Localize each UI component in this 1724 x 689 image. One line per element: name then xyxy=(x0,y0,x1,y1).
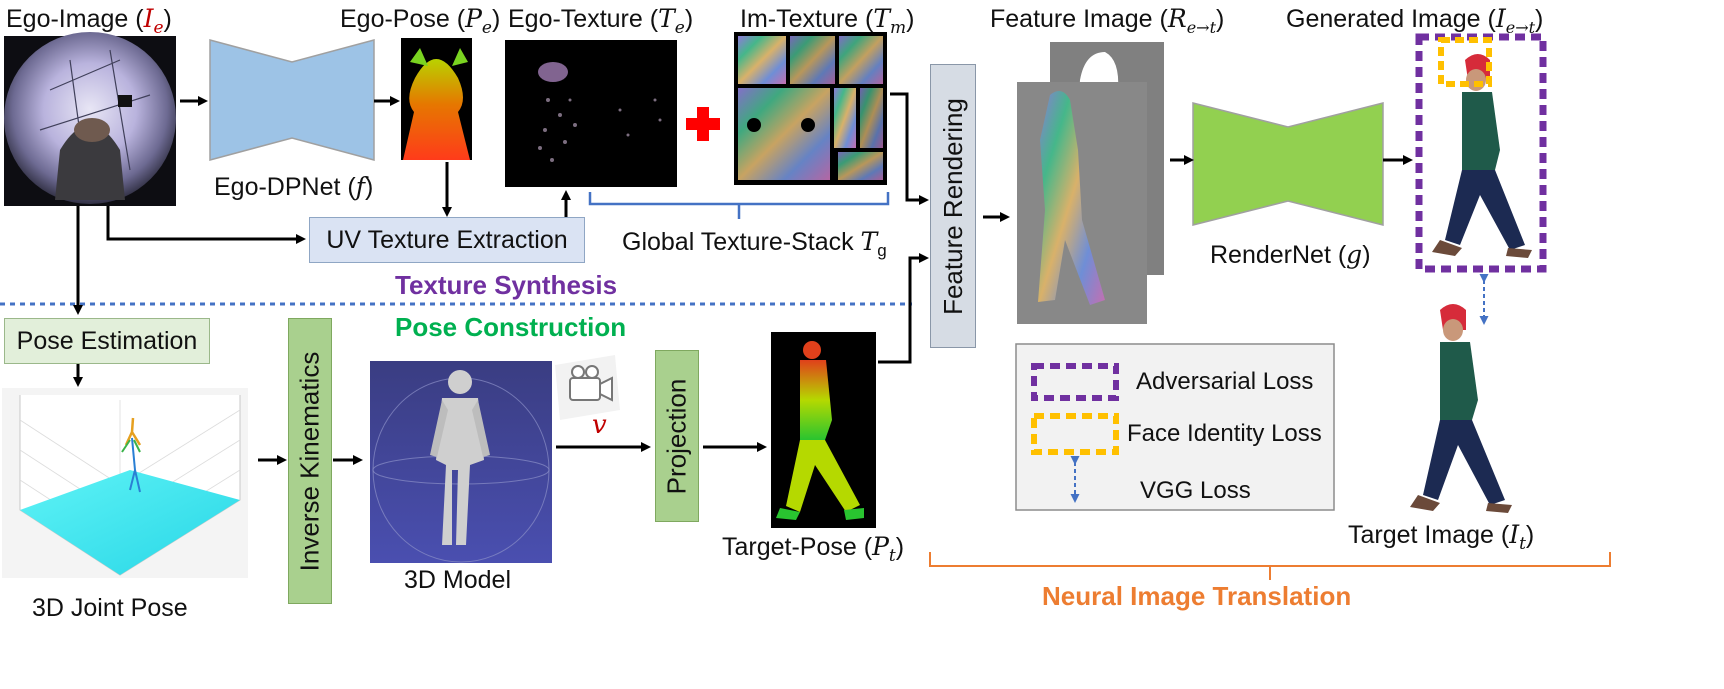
generated-face-frame xyxy=(1438,37,1492,87)
ego-pose-label: Ego-Pose (Pe) xyxy=(340,4,501,38)
joint-pose-plot xyxy=(2,388,248,578)
arrow-imtexture-render xyxy=(890,92,929,205)
camera-viewpoint-label: v xyxy=(592,410,607,440)
feature-rendering-label: Feature Rendering xyxy=(937,97,968,315)
target-image xyxy=(1410,304,1512,513)
ego-image xyxy=(4,32,176,206)
arrow-egoimage-uv xyxy=(106,206,306,244)
uv-texture-extraction-box: UV Texture Extraction xyxy=(309,217,585,263)
ego-texture-label: Ego-Texture (Te) xyxy=(508,4,694,38)
vgg-loss-label: VGG Loss xyxy=(1140,477,1251,504)
ego-dpnet-network xyxy=(209,39,375,161)
generated-adversarial-frame xyxy=(1415,33,1547,273)
rendernet-label: RenderNet (g) xyxy=(1210,240,1371,269)
feature-image xyxy=(1017,42,1164,324)
inverse-kinematics-box: Inverse Kinematics xyxy=(288,318,332,604)
feature-image-label: Feature Image (Re→t) xyxy=(990,4,1225,37)
face-identity-loss-swatch xyxy=(1031,413,1119,455)
texture-stack-brace xyxy=(588,192,890,219)
ego-texture-image xyxy=(505,40,677,187)
generated-image xyxy=(1420,38,1540,268)
face-identity-loss-label: Face Identity Loss xyxy=(1127,420,1322,447)
im-texture-image xyxy=(734,32,887,185)
projection-label: Projection xyxy=(661,378,692,494)
uv-texture-extraction-label: UV Texture Extraction xyxy=(326,225,568,254)
feature-rendering-box: Feature Rendering xyxy=(930,64,976,348)
rendernet-network xyxy=(1192,102,1384,226)
pose-estimation-label: Pose Estimation xyxy=(16,326,198,355)
ego-pose-image xyxy=(401,38,472,160)
global-texture-stack-label: Global Texture-Stack Tg xyxy=(622,227,887,260)
loss-legend-box xyxy=(1015,343,1335,511)
im-texture-label: Im-Texture (Tm) xyxy=(740,4,915,38)
arrow-targetpose-render xyxy=(878,253,929,364)
model-3d-image xyxy=(370,361,552,563)
ego-dpnet-label: Ego-DPNet (f) xyxy=(214,172,374,201)
generated-image-label: Generated Image (Ie→t) xyxy=(1286,4,1544,37)
ego-image-label: Ego-Image (Ie) xyxy=(6,4,172,38)
adversarial-loss-label: Adversarial Loss xyxy=(1136,368,1314,395)
pose-construction-title: Pose Construction xyxy=(395,312,627,342)
texture-synthesis-title: Texture Synthesis xyxy=(395,270,618,300)
model-3d-label: 3D Model xyxy=(404,566,511,594)
projection-box: Projection xyxy=(655,350,699,522)
target-pose-label: Target-Pose (Pt) xyxy=(722,532,905,566)
target-pose-image xyxy=(771,332,876,528)
joint-pose-label: 3D Joint Pose xyxy=(32,594,188,622)
target-image-label: Target Image (It) xyxy=(1348,520,1535,554)
neural-translation-brace xyxy=(929,552,1611,580)
inverse-kinematics-label: Inverse Kinematics xyxy=(294,351,325,571)
camera-icon xyxy=(555,355,620,420)
pose-estimation-box: Pose Estimation xyxy=(4,318,210,364)
plus-icon xyxy=(686,107,720,141)
neural-image-translation-title: Neural Image Translation xyxy=(1042,581,1352,611)
adversarial-loss-swatch xyxy=(1031,363,1119,401)
